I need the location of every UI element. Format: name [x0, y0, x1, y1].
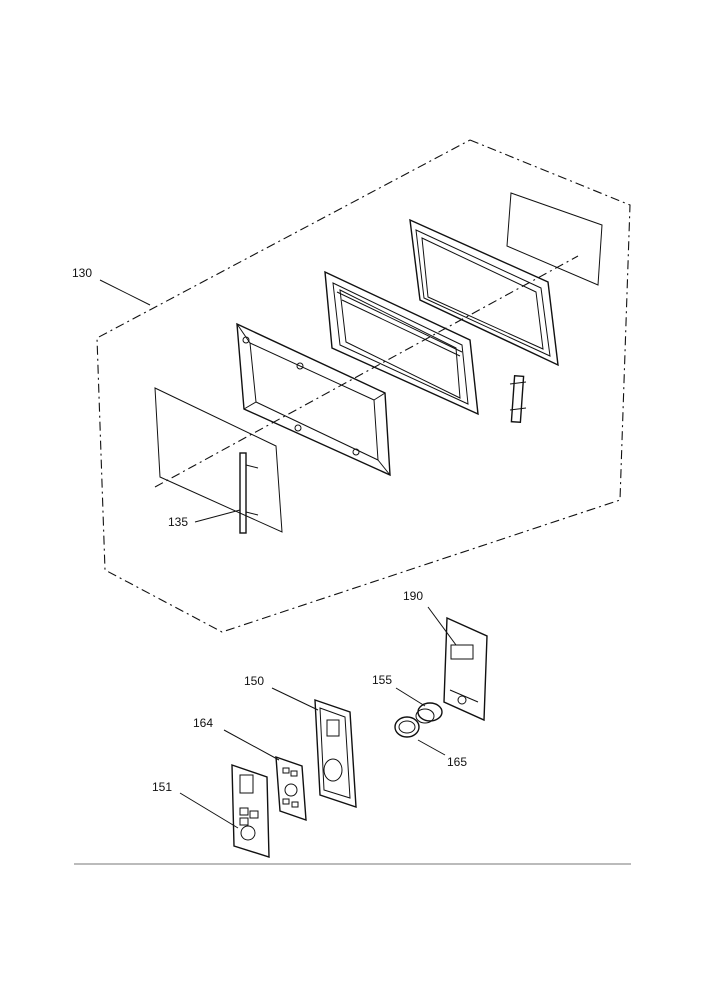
leader-lines [99, 279, 457, 829]
callout-155: 155 [372, 673, 392, 687]
door-assembly-enclosure [96, 139, 631, 633]
callout-135: 135 [168, 515, 188, 529]
control-panel-frame [314, 699, 357, 808]
door-latch-hook [509, 375, 527, 424]
front-door-panel [154, 387, 283, 534]
control-knob [415, 702, 443, 724]
outer-door-frame [236, 322, 391, 477]
callout-130: 130 [72, 266, 92, 280]
knob-ring [394, 716, 420, 738]
callout-190: 190 [403, 589, 423, 603]
callout-165: 165 [447, 755, 467, 769]
control-panel-overlay [231, 764, 270, 858]
door-assembly-axis [154, 255, 579, 488]
inner-door-frame [324, 270, 479, 416]
callout-150: 150 [244, 674, 264, 688]
door-gasket-frame [409, 218, 559, 367]
keypad-membrane [275, 755, 307, 822]
inner-glass-panel [506, 192, 603, 286]
callout-164: 164 [193, 716, 213, 730]
control-pcb [443, 616, 488, 722]
callout-151: 151 [152, 780, 172, 794]
